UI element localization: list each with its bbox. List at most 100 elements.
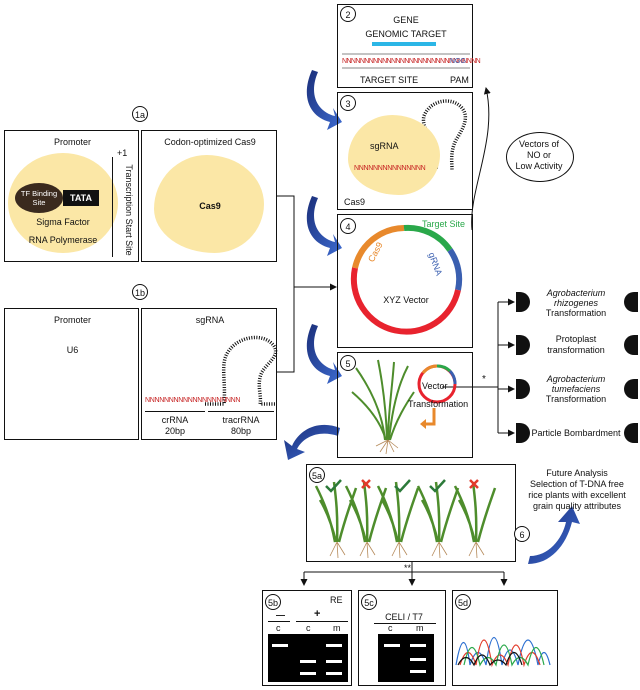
tss-line [112,157,113,257]
check-icon [394,479,411,493]
method-marker-left [516,379,530,399]
selection-box [306,464,516,562]
cas9-box-title: Codon-optimized Cas9 [164,137,256,147]
cross-icon [361,479,371,489]
re-plus: + [314,608,321,620]
tf-label: TF Binding Site [20,189,58,207]
vectors-note [506,132,574,182]
vector-ring [350,224,463,335]
rice-plants-5a [314,481,497,559]
sgrna-title: sgRNA [195,315,225,325]
selection-marks [325,479,479,493]
crrna-label: crRNA [161,415,189,425]
celi-title: CELI / T7 [385,612,423,622]
sgrna-box: sgRNA NNNNNNNNNNNNNNNNNNNN crRNA 20bp tr… [141,308,277,440]
method-marker-left [516,292,530,312]
cas9-blob [154,155,264,253]
methods-bracket [442,298,515,437]
target-site-label: TARGET SITE [360,75,419,85]
merge-bracket [277,195,337,373]
promoter-box-1a: Promoter TF Binding Site TATA Sigma Fact… [4,130,139,262]
vector-cas9-label: Cas9 [366,240,385,264]
genomic-target-label: GENOMIC TARGET [365,29,447,39]
method-marker-right [624,423,638,443]
vectors-note-line3: Low Activity [515,161,563,171]
target-sequence: NNNNNNNNNNNNNNNNNNNNNNNNNNNNNNN [342,58,481,65]
tss-label: Transcription Start Site [124,164,134,256]
genomic-target-box: GENE GENOMIC TARGET NNNNNNNNNNNNNNNNNNNN… [337,4,481,88]
transformation-label: Transformation [408,399,469,409]
re-title: RE [330,595,343,605]
re-m: m [333,623,341,633]
celi-line [374,623,436,624]
method-marker-right [624,379,638,399]
genomic-target-bar [372,42,436,46]
roots-5 [375,439,399,455]
tracr-span [208,411,274,412]
orange-return-arrow [424,408,436,426]
vectors-note-line1: Vectors of [518,139,560,149]
gel-distribution [300,562,508,586]
transformation-vector: Vector [422,381,448,391]
sequencing-box [452,590,558,686]
complex-sequence: NNNNNNNNNNNNNNN [354,165,426,172]
cas9-label: Cas9 [199,201,221,211]
sgrna-hairpin-1b [205,335,278,406]
rice-plant-5 [351,359,415,441]
promoter-title: Promoter [53,137,91,147]
re-c2: c [306,623,311,633]
transformation-box: Vector Transformation [337,352,473,458]
method-1-line1: Agrobacterium [546,288,606,298]
tata-box [63,190,99,206]
method-2-line2: transformation [547,345,605,355]
double-star-note: ** [404,563,412,573]
step-6-badge: 6 [514,526,530,542]
plus1-label: +1 [117,148,128,158]
crrna-span [145,411,205,412]
step-5a-badge: 5a [309,467,325,483]
pam-sequence: NGG [450,58,466,65]
target-site-tag: Target Site [422,219,466,229]
future-l4: grain quality attributes [532,501,622,511]
cas9-box: Codon-optimized Cas9 Cas9 [141,130,277,262]
tata-label: TATA [70,193,92,203]
check-icon [429,479,446,493]
method-marker-right [624,292,638,312]
method-2-line1: Protoplast [555,334,597,344]
step-5d-badge: 5d [455,594,471,610]
sgrna-sequence: NNNNNNNNNNNNNNNNNNNN [145,397,241,404]
method-marker-left [516,335,530,355]
method-marker-right [624,335,638,355]
gene-label: GENE [393,15,419,25]
step-1b-badge: 1b [132,284,148,300]
step-1a-badge: 1a [132,106,148,122]
celi-c: c [388,623,393,633]
future-l3: rice plants with excellent [528,490,626,500]
rnap-label: RNA Polymerase [28,235,98,245]
promoter-1b-title: Promoter [53,315,91,325]
method-1-line3: Transformation [545,308,607,318]
celi-gel [378,634,434,682]
method-3-line2: tumefaciens [551,384,601,394]
crrna-length: 20bp [164,426,186,436]
step-2-badge: 2 [340,6,356,22]
step-5c-badge: 5c [361,594,377,610]
vector-ring-small [417,364,457,404]
step-5b-badge: 5b [265,594,281,610]
re-c1: c [276,623,281,633]
tracr-label: tracrRNA [222,415,260,425]
celi-m: m [416,623,424,633]
re-minus: — [276,610,285,620]
step-3-badge: 3 [340,95,356,111]
vector-name: XYZ Vector [383,295,429,305]
star-note: * [482,374,486,385]
method-3-line3: Transformation [545,394,607,404]
vector-grna-label: gRNA [426,251,445,277]
step-5-badge: 5 [340,355,356,371]
vector-box: Target Site Cas9 gRNA XYZ Vector [337,214,473,348]
tracr-length: 80bp [230,426,252,436]
step-4-badge: 4 [340,218,356,234]
complex-cas9-label: Cas9 [344,197,366,207]
method-3-line1: Agrobacterium [546,374,606,384]
